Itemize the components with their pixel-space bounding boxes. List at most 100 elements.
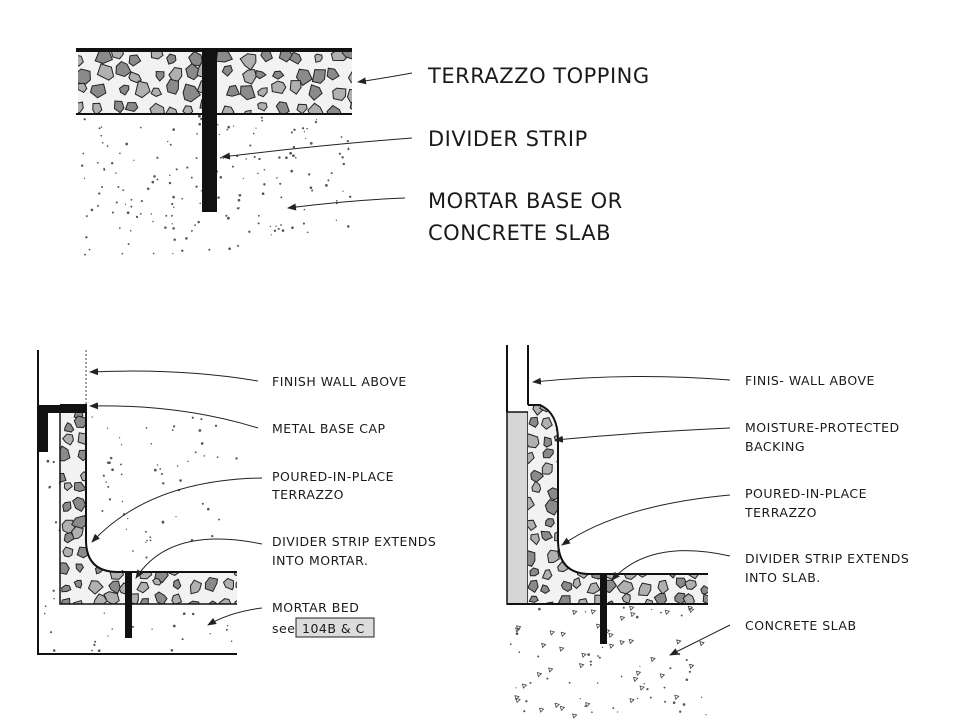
- aggregate-chip: [572, 482, 584, 496]
- aggregate-chip: [224, 560, 234, 571]
- aggregate-chip: [700, 585, 708, 595]
- stipple-dot: [191, 612, 195, 616]
- aggregate-chip: [78, 101, 84, 114]
- aggregate-chip: [115, 61, 132, 78]
- reference-link[interactable]: 104B & C: [302, 621, 365, 636]
- stipple-dot: [84, 253, 86, 256]
- stipple-dot: [150, 443, 153, 445]
- stipple-dot: [218, 133, 220, 136]
- aggregate-chip: [221, 64, 233, 77]
- stipple-dot: [203, 455, 206, 457]
- aggregate-chip: [589, 452, 599, 462]
- aggregate-chip: [123, 405, 131, 414]
- aggregate-chip: [202, 418, 214, 429]
- stipple-dot: [279, 182, 282, 185]
- aggregate-chip: [590, 406, 600, 416]
- aggregate-chip: [190, 437, 204, 453]
- stipple-dot: [153, 175, 156, 178]
- aggregate-chip: [127, 546, 136, 558]
- stipple-dot: [151, 180, 155, 184]
- aggregate-chip: [542, 448, 554, 459]
- stipple-dot: [347, 225, 350, 228]
- stipple-dot: [100, 126, 103, 128]
- aggregate-chip: [289, 80, 302, 95]
- stipple-dot: [225, 214, 228, 217]
- stipple-dot: [677, 652, 681, 656]
- aggregate-chip: [87, 580, 104, 595]
- stipple-dot: [54, 521, 58, 524]
- aggregate-chip: [656, 548, 670, 562]
- stipple-dot: [347, 148, 350, 151]
- aggregate-chip: [233, 495, 237, 509]
- aggregate-chip: [591, 485, 608, 498]
- stipple-dot: [525, 700, 528, 703]
- concrete-slab-region: [509, 605, 707, 719]
- stipple-dot: [635, 615, 639, 619]
- aggregate-chip: [87, 465, 100, 479]
- stipple-dot: [685, 658, 688, 662]
- aggregate-chip: [658, 486, 673, 499]
- stipple-dot: [314, 120, 318, 124]
- stipple-dot: [682, 703, 686, 706]
- stipple-dot: [44, 605, 47, 608]
- aggregate-chip: [219, 422, 234, 438]
- aggregate-chip: [326, 104, 342, 114]
- left-terrazzo-label-line1: POURED-IN-PLACE: [272, 469, 394, 484]
- aggregate-chip: [623, 406, 636, 421]
- aggregate-chip: [231, 551, 237, 562]
- stipple-dot: [181, 638, 184, 641]
- stipple-dot: [273, 229, 277, 232]
- aggregate-chip: [624, 527, 639, 540]
- stipple-dot: [129, 230, 132, 232]
- aggregate-chip: [90, 482, 102, 493]
- stipple-dot: [181, 197, 184, 200]
- aggregate-chip: [120, 518, 133, 533]
- aggregate-chip: [96, 63, 115, 81]
- stipple-dot: [126, 211, 130, 215]
- aggregate-chip: [644, 598, 654, 604]
- aggregate-chip: [60, 562, 70, 575]
- stipple-dot: [179, 479, 182, 482]
- aggregate-chip: [607, 532, 619, 547]
- stipple-dot: [190, 176, 193, 179]
- poured-terrazzo-region: [59, 404, 237, 605]
- stipple-dot: [198, 114, 201, 118]
- stipple-dot: [248, 230, 251, 233]
- stipple-dot: [669, 667, 672, 670]
- stipple-dot: [235, 457, 238, 460]
- stipple-dot: [149, 536, 152, 539]
- aggregate-chip: [684, 579, 697, 590]
- aggregate-chip: [225, 84, 241, 97]
- aggregate-chip: [103, 591, 120, 604]
- aggregate-chip: [539, 584, 551, 594]
- aggregate-chip: [108, 465, 123, 481]
- aggregate-chip: [704, 415, 708, 428]
- stipple-dot: [523, 710, 526, 713]
- stipple-dot: [83, 177, 86, 179]
- stipple-dot: [107, 635, 109, 637]
- aggregate-chip: [86, 502, 99, 511]
- left-base-cap-label: METAL BASE CAP: [272, 421, 386, 436]
- stipple-dot: [156, 464, 159, 466]
- left-see-label: see: [272, 621, 295, 636]
- stipple-dot: [140, 200, 143, 203]
- stipple-dot: [559, 646, 565, 652]
- metal-base-cap: [38, 405, 86, 452]
- left-terrazzo-label-line2: TERRAZZO: [271, 487, 344, 502]
- stipple-dot: [275, 225, 277, 227]
- stipple-dot: [167, 140, 169, 143]
- stipple-dot: [175, 516, 177, 518]
- stipple-dot: [236, 244, 240, 247]
- stipple-dot: [85, 236, 88, 239]
- stipple-dot: [169, 143, 172, 146]
- stipple-dot: [664, 609, 671, 616]
- stipple-dot: [222, 157, 224, 160]
- stipple-dot: [52, 460, 55, 464]
- stipple-dot: [276, 177, 278, 179]
- aggregate-chip: [543, 436, 553, 448]
- stipple-dot: [146, 539, 148, 542]
- aggregate-chip: [103, 512, 118, 526]
- stipple-dot: [101, 141, 104, 144]
- aggregate-chip: [326, 67, 340, 81]
- aggregate-chip: [216, 464, 231, 480]
